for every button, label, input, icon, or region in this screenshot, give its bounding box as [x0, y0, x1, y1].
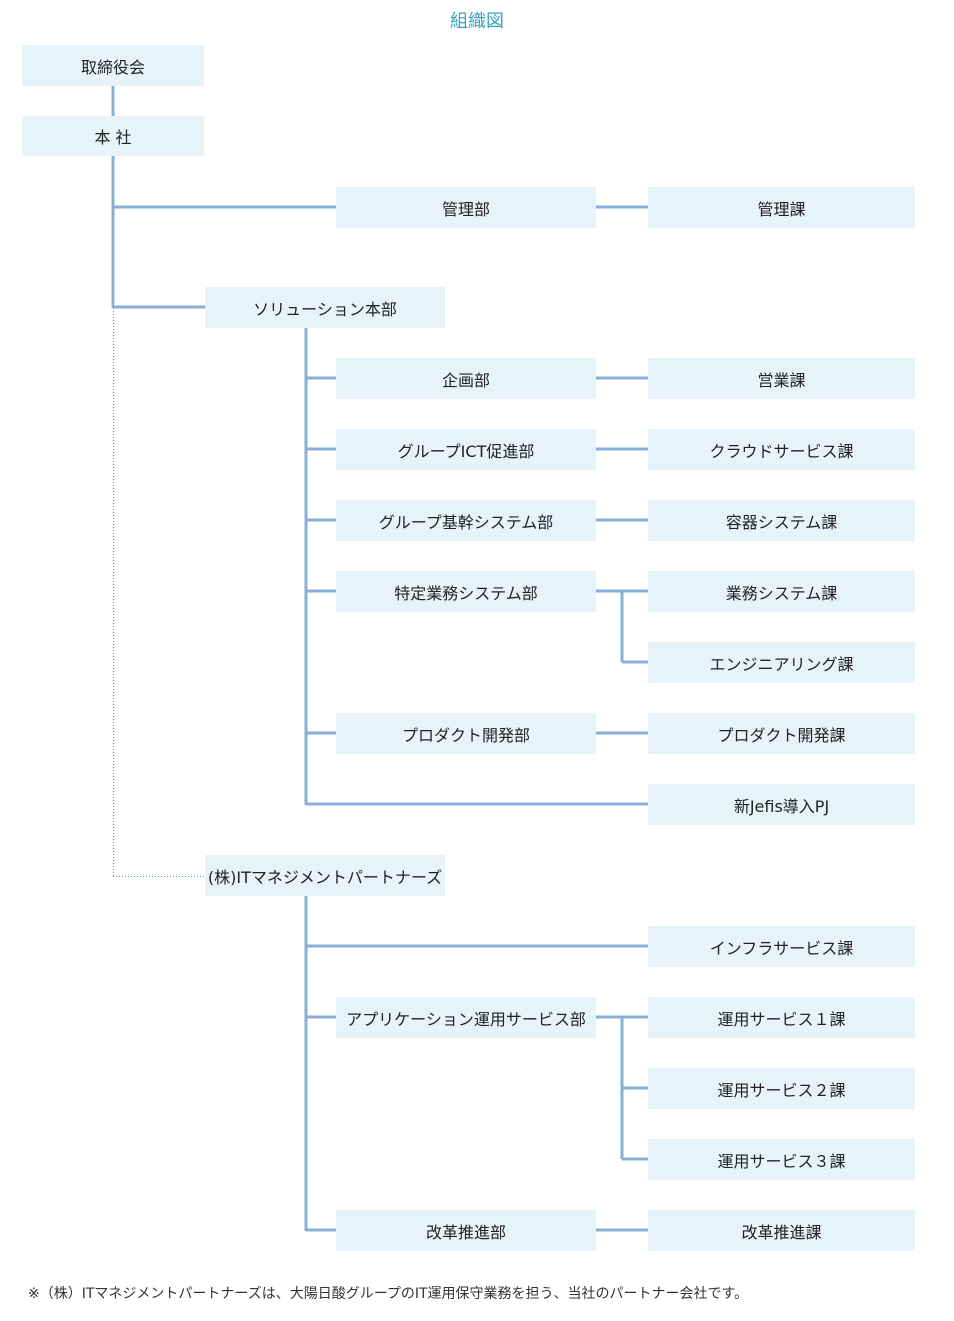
node-cloud-section: クラウドサービス課 [648, 429, 915, 470]
node-specific-dept: 特定業務システム部 [336, 571, 596, 612]
node-infra-section: インフラサービス課 [648, 926, 915, 967]
node-head-office: 本 社 [22, 116, 204, 156]
diagram-title: 組織図 [450, 11, 504, 32]
node-admin-section: 管理課 [648, 187, 915, 228]
node-app-ops-dept: アプリケーション運用サービス部 [336, 997, 596, 1038]
node-it-partners: (株)ITマネジメントパートナーズ [205, 855, 445, 896]
node-ops1-section: 運用サービス１課 [648, 997, 915, 1038]
node-engineering-section: エンジニアリング課 [648, 642, 915, 683]
node-admin-dept: 管理部 [336, 187, 596, 228]
node-group-core-dept: グループ基幹システム部 [336, 500, 596, 541]
node-container-section: 容器システム課 [648, 500, 915, 541]
node-ops3-section: 運用サービス３課 [648, 1139, 915, 1180]
node-planning-dept: 企画部 [336, 358, 596, 399]
node-sales-section: 営業課 [648, 358, 915, 399]
node-group-ict-dept: グループICT促進部 [336, 429, 596, 470]
node-product-section: プロダクト開発課 [648, 713, 915, 754]
node-reform-dept: 改革推進部 [336, 1210, 596, 1251]
node-ops2-section: 運用サービス２課 [648, 1068, 915, 1109]
footnote: ※（株）ITマネジメントパートナーズは、大陽日酸グループのIT運用保守業務を担う… [28, 1286, 749, 1302]
node-reform-section: 改革推進課 [648, 1210, 915, 1251]
node-business-sys-section: 業務システム課 [648, 571, 915, 612]
node-product-dept: プロダクト開発部 [336, 713, 596, 754]
node-new-jefis-pj: 新Jefis導入PJ [648, 784, 915, 825]
node-board: 取締役会 [22, 45, 204, 86]
node-solution-hq: ソリューション本部 [205, 287, 445, 328]
